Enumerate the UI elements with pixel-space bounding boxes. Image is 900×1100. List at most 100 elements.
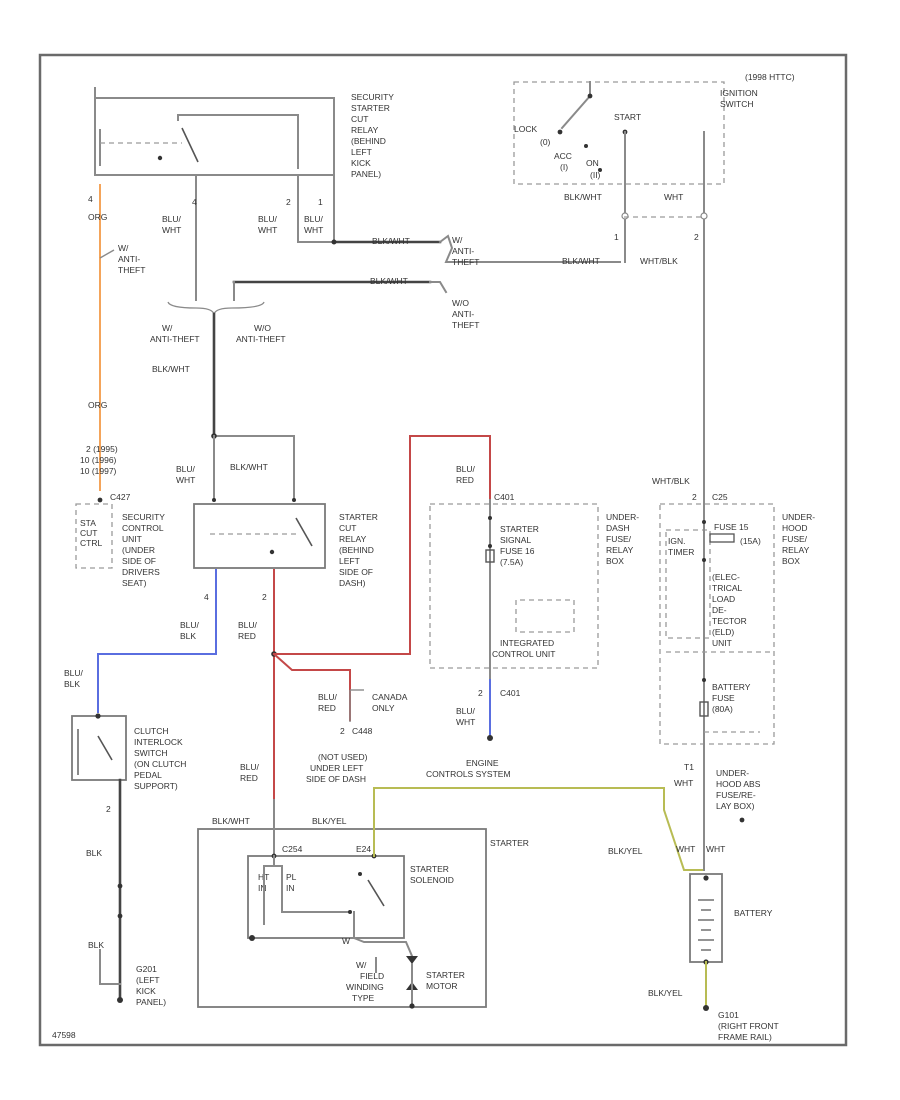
label-field-winding: W/ FIELD WINDING TYPE [346,960,386,1003]
wire-label: WHT [706,844,725,854]
connector-label: C25 [712,492,728,502]
pin-label: 4 [204,592,209,602]
wire-label: BLK/WHT [372,236,410,246]
wire-label: WHT/BLK [652,476,690,486]
wire-label: BLK [86,848,102,858]
wire-blk-yel [373,787,705,871]
pin-label: 2 [262,592,267,602]
connector-label: C401 [500,688,521,698]
label-security-control-unit: SECURITY CONTROL UNIT (UNDER SIDE OF DRI… [122,512,167,588]
label-battery-fuse: BATTERY FUSE (80A) [712,682,753,714]
connector-label: C401 [494,492,515,502]
label-sta-cut-ctrl: STA CUT CTRL [80,518,102,548]
diagram-frame [38,53,848,1047]
label-wo-anti-theft: W/O ANTI- THEFT [452,298,479,330]
pin-label: 1 [614,232,619,242]
label-start: START [614,112,641,122]
label-blu-blk-2: BLU/ BLK [64,668,85,689]
label-fuse-15: FUSE 15 [714,522,749,532]
pin-label: 2 [286,197,291,207]
pin-label: 2 [340,726,345,736]
label-blu-red-2: BLU/ RED [318,692,339,713]
connector-label: T1 [684,762,694,772]
label-eld-unit: (ELEC- TRICAL LOAD DE- TECTOR (ELD) UNIT [712,572,749,648]
pin-label: 4 [88,194,93,204]
starter-solenoid [247,855,405,939]
label-pin-ii: (II) [590,170,601,180]
battery [689,873,723,963]
footer-code: 47598 [52,1030,76,1040]
label-wo-anti-theft-bottom: W/O ANTI-THEFT [236,323,286,344]
wire-label: BLK/WHT [230,462,268,472]
label-starter: STARTER [490,838,529,848]
wire-blu-blk [97,569,217,713]
label-blu-red-4: BLU/ RED [240,762,261,783]
wire-label: BLK/YEL [608,846,643,856]
label-starter-signal-fuse: STARTER SIGNAL FUSE 16 (7.5A) [500,524,541,567]
wire-label: BLK/WHT [370,276,408,286]
label-starter-cut-relay: STARTER CUT RELAY (BEHIND LEFT SIDE OF D… [339,512,380,588]
wire-label-org-mid: ORG [88,400,107,410]
label-acc: ACC [554,151,572,161]
wire-label: BLK/WHT [212,816,250,826]
label-pin-i: (I) [560,162,568,172]
wire-label: WHT [674,778,693,788]
label-blu-wht-2: BLU/ WHT [258,214,279,235]
label-pin-0: (0) [540,137,551,147]
label-blu-blk-1: BLU/ BLK [180,620,201,641]
wire-label: BLK/YEL [312,816,347,826]
label-pl-in: PL IN [286,872,298,893]
label-blu-wht-low: BLU/ WHT [456,706,477,727]
label-blu-wht-mid: BLU/ WHT [176,464,197,485]
label-under-hood-abs: UNDER- HOOD ABS FUSE/RE- LAY BOX) [716,768,763,811]
wire-label: BLK/WHT [152,364,190,374]
security-starter-cut-relay [94,87,335,176]
label-under-hood-fuse-box: UNDER- HOOD FUSE/ RELAY BOX [782,512,817,566]
connector-label: C448 [352,726,373,736]
label-w-anti-theft: W/ ANTI- THEFT [452,235,479,267]
connector-label: C254 [282,844,303,854]
connector-label: E24 [356,844,371,854]
label-starter-motor: STARTER MOTOR [426,970,467,991]
label-ign-timer: IGN. TIMER [668,536,694,557]
pin-label: 1 [318,197,323,207]
wire-label: BLK/WHT [564,192,602,202]
label-starter-solenoid: STARTER SOLENOID [410,864,454,885]
label-canada-only: CANADA ONLY [372,692,409,713]
label-security-starter-relay: SECURITY STARTER CUT RELAY (BEHIND LEFT … [351,92,396,179]
label-w: W [342,936,350,946]
label-clutch-switch: CLUTCH INTERLOCK SWITCH (ON CLUTCH PEDAL… [134,726,189,791]
connector-label: C427 [110,492,131,502]
label-engine-controls: ENGINE CONTROLS SYSTEM [426,758,511,779]
label-years: 2 (1995) 10 (1996) 10 (1997) [80,444,120,476]
pin-label: 2 [106,804,111,814]
label-battery: BATTERY [734,908,773,918]
clutch-interlock-switch [71,715,127,781]
label-w-anti-theft-left: W/ ANTI- THEFT [118,243,145,275]
label-fuse-15-a: (15A) [740,536,761,546]
label-blu-wht-1: BLU/ WHT [162,214,183,235]
label-blu-wht-3: BLU/ WHT [304,214,325,235]
wire-label: BLK/YEL [648,988,683,998]
wire-label: BLK [88,940,104,950]
pin-label: 4 [192,197,197,207]
wire-label: WHT/BLK [640,256,678,266]
label-not-used: (NOT USED) UNDER LEFT SIDE OF DASH [306,752,370,784]
label-on: ON [586,158,599,168]
wire-label: BLK/WHT [562,256,600,266]
pin-label: 2 [692,492,697,502]
label-under-dash-fuse-box: UNDER- DASH FUSE/ RELAY BOX [606,512,641,566]
wire-label: WHT [664,192,683,202]
label-g201: G201 (LEFT KICK PANEL) [136,964,166,1007]
label-integrated-control-unit: INTEGRATED CONTROL UNIT [492,638,557,659]
pin-label: 2 [478,688,483,698]
wire-label-org: ORG [88,212,107,222]
starter-assembly [197,828,487,1008]
label-w-anti-theft-bottom: W/ ANTI-THEFT [150,323,200,344]
label-ignition-note: (1998 HTTC) [745,72,795,82]
wire-label: WHT [676,844,695,854]
label-blu-red-3: BLU/ RED [456,464,477,485]
label-g101: G101 (RIGHT FRONT FRAME RAIL) [718,1010,781,1042]
starter-cut-relay [193,503,326,569]
